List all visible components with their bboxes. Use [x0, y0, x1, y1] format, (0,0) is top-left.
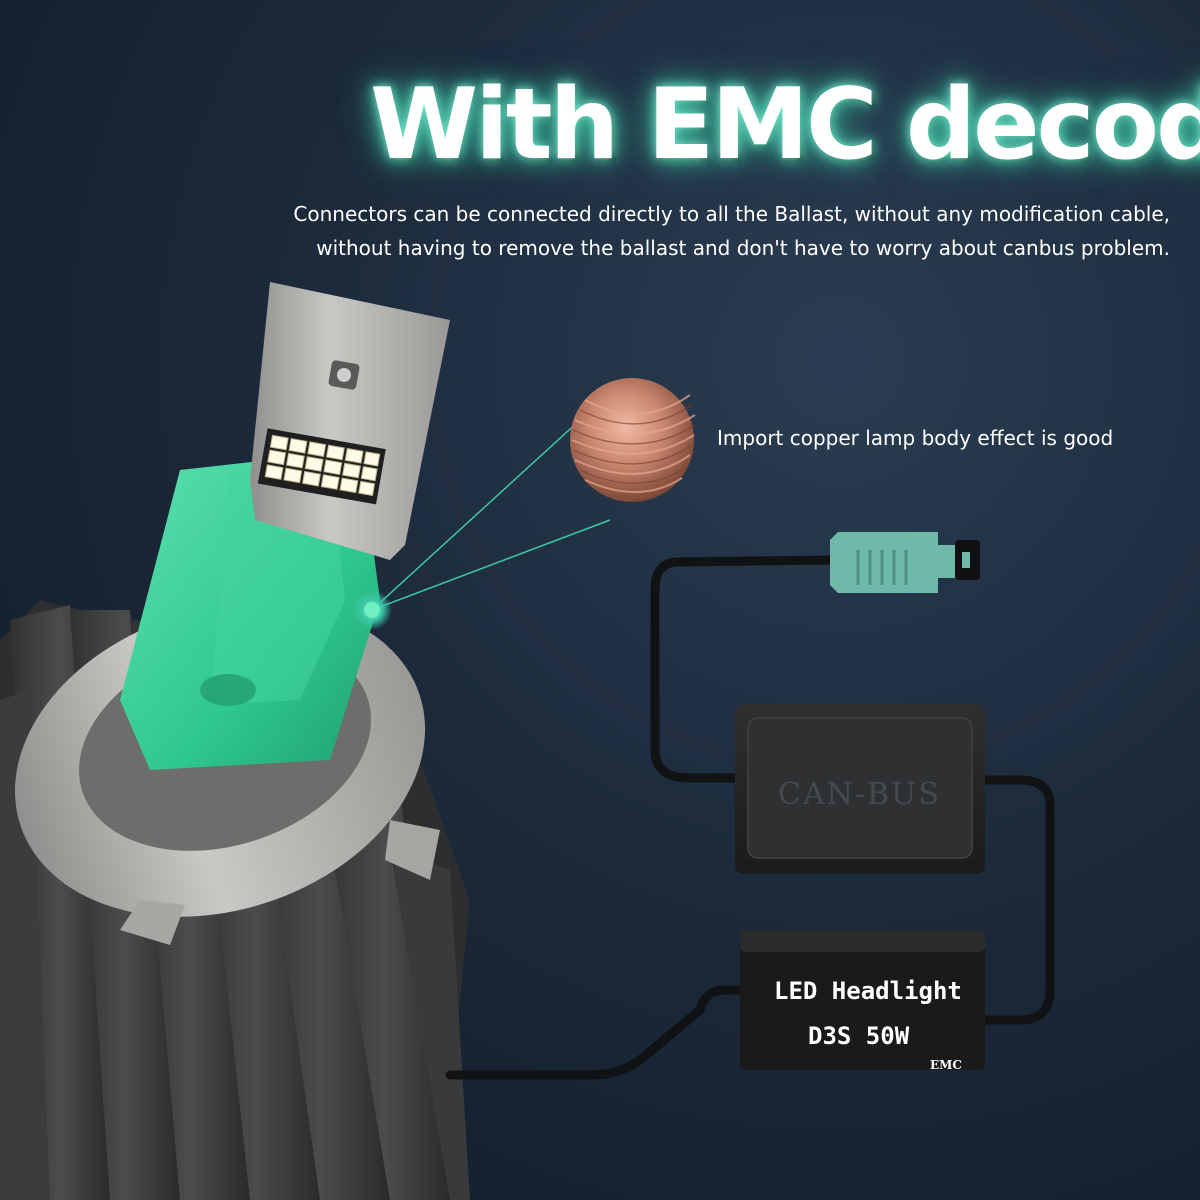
canbus-label: CAN-BUS: [778, 777, 941, 812]
callout-pointer: [352, 419, 611, 630]
copper-sample: [570, 378, 696, 502]
description-line-1: Connectors can be connected directly to …: [293, 202, 1170, 226]
headline: With EMC decoding: [370, 68, 1200, 182]
connector-plug: [830, 532, 980, 593]
description: Connectors can be connected directly to …: [190, 197, 1170, 265]
emc-label-line-2: D3S 50W: [808, 1022, 910, 1050]
emc-module-box: [740, 930, 985, 1070]
led-chip-array: [257, 428, 386, 505]
canbus-decoder-box: [735, 704, 985, 874]
led-blade: [250, 282, 450, 560]
callout-text: Import copper lamp body effect is good: [717, 426, 1114, 450]
description-line-2: without having to remove the ballast and…: [316, 236, 1170, 260]
wiring-harness: [445, 555, 1055, 1080]
emc-label-line-1: LED Headlight: [774, 977, 962, 1005]
emc-tag: EMC: [930, 1058, 962, 1072]
